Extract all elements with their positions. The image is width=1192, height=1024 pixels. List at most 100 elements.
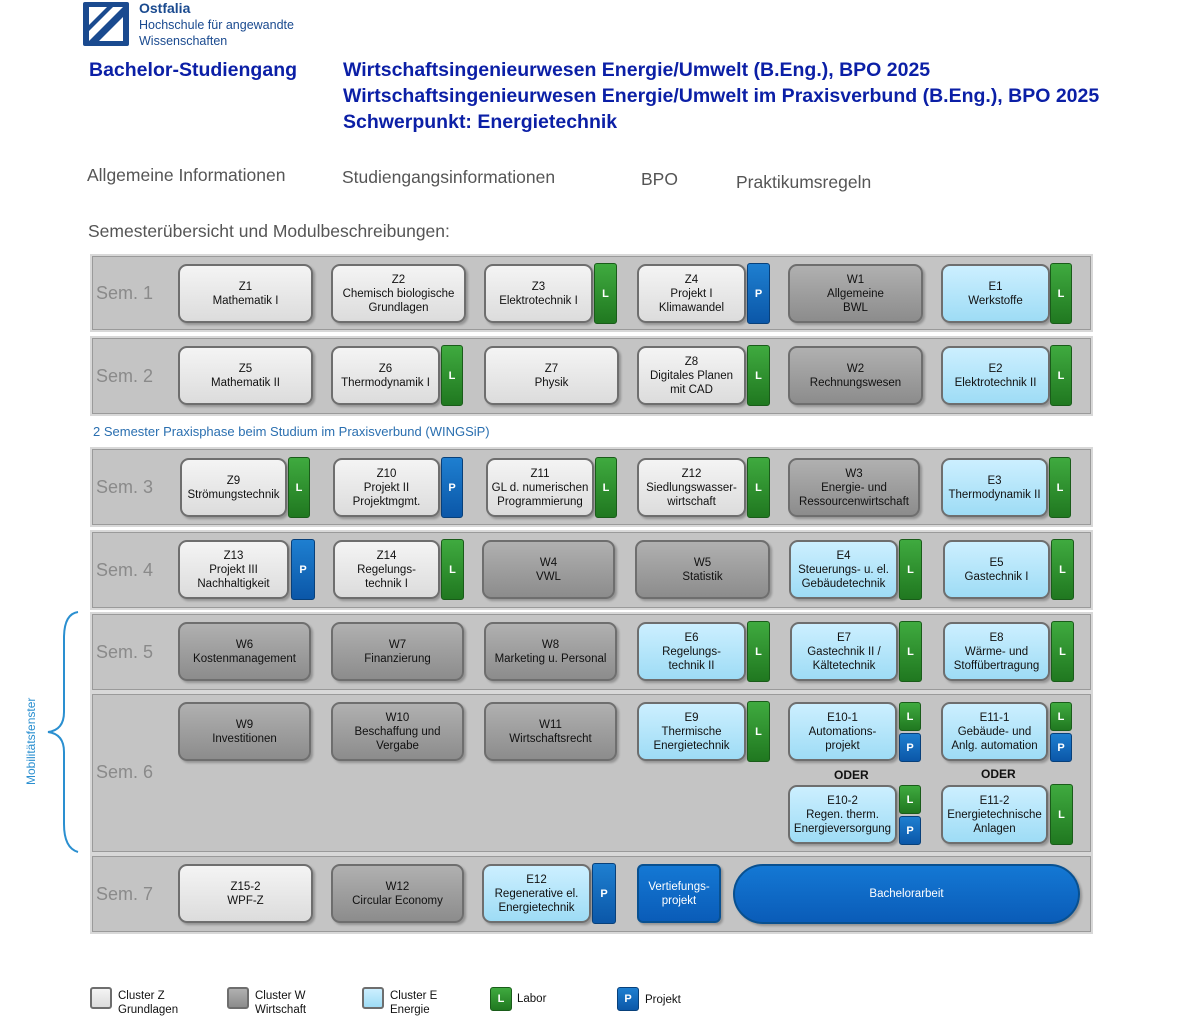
project-tag: P xyxy=(441,457,463,518)
module-title: Gastechnik II / xyxy=(807,645,881,658)
module-e2[interactable]: E2 Elektrotechnik II xyxy=(941,346,1050,405)
legend-label: Grundlagen xyxy=(118,1004,179,1016)
module-e4[interactable]: E4 Steuerungs- u. el. Gebäudetechnik xyxy=(789,540,898,599)
brand-line-3: Wissenschaften xyxy=(139,34,228,48)
module-code: E2 xyxy=(988,362,1003,375)
lab-tag: L xyxy=(594,263,617,324)
module-w10[interactable]: W10 Beschaffung und Vergabe xyxy=(331,702,464,761)
module-title: Grundlagen xyxy=(368,301,429,314)
nav-internship-rules[interactable]: Praktikumsregeln xyxy=(736,172,872,192)
module-code: W12 xyxy=(385,880,410,893)
module-code: Z10 xyxy=(376,467,397,480)
module-e11-1[interactable]: E11-1 Gebäude- und Anlg. automation xyxy=(941,702,1048,761)
module-title: Regenerative el. xyxy=(494,887,579,900)
module-title: Beschaffung und xyxy=(354,725,441,738)
module-w7[interactable]: W7 Finanzierung xyxy=(331,622,464,681)
module-z13[interactable]: Z13 Projekt III Nachhaltigkeit xyxy=(178,540,289,599)
module-title: Steuerungs- u. el. xyxy=(798,563,889,576)
module-bachelorarbeit[interactable]: Bachelorarbeit xyxy=(733,864,1080,924)
module-z8[interactable]: Z8 Digitales Planen mit CAD xyxy=(637,346,746,405)
module-code: W10 xyxy=(385,711,410,724)
module-code: E10-1 xyxy=(827,711,858,724)
module-code: W9 xyxy=(235,718,254,731)
module-w9[interactable]: W9 Investitionen xyxy=(178,702,311,761)
module-code: Z13 xyxy=(223,549,244,562)
module-e1[interactable]: E1 Werkstoffe xyxy=(941,264,1050,323)
lab-tag: L xyxy=(899,785,921,814)
module-z2[interactable]: Z2 Chemisch biologische Grundlagen xyxy=(331,264,466,323)
module-w3[interactable]: W3 Energie- und Ressourcenwirtschaft xyxy=(788,458,920,517)
module-z1[interactable]: Z1 Mathematik I xyxy=(178,264,313,323)
logo-mark-icon xyxy=(89,7,123,41)
module-e6[interactable]: E6 Regelungs- technik II xyxy=(637,622,746,681)
module-code: W2 xyxy=(846,362,865,375)
module-title: GL d. numerischen xyxy=(491,481,589,494)
module-code: E9 xyxy=(684,711,699,724)
module-e7[interactable]: E7 Gastechnik II / Kältetechnik xyxy=(790,622,898,681)
module-e10-2[interactable]: E10-2 Regen. therm. Energieversorgung xyxy=(788,785,897,844)
project-tag: P xyxy=(592,863,616,924)
ostfalia-logo xyxy=(83,2,129,46)
module-z4[interactable]: Z4 Projekt I Klimawandel xyxy=(637,264,746,323)
module-title: BWL xyxy=(843,301,868,314)
module-z7[interactable]: Z7 Physik xyxy=(484,346,619,405)
legend-swatch-cluster-e xyxy=(362,987,384,1009)
module-z3[interactable]: Z3 Elektrotechnik I xyxy=(484,264,593,323)
section-title: Semesterübersicht und Modulbeschreibunge… xyxy=(88,221,450,241)
nav-bpo[interactable]: BPO xyxy=(641,169,678,189)
module-vertiefungsprojekt[interactable]: Vertiefungs- projekt xyxy=(637,864,721,923)
module-title: Thermodynamik I xyxy=(341,376,430,389)
module-code: Z5 xyxy=(238,362,253,375)
lab-tag: L xyxy=(899,702,921,731)
module-z6[interactable]: Z6 Thermodynamik I xyxy=(331,346,440,405)
module-title: Mathematik I xyxy=(212,294,279,307)
module-w8[interactable]: W8 Marketing u. Personal xyxy=(484,622,617,681)
module-z12[interactable]: Z12 Siedlungswasser- wirtschaft xyxy=(637,458,746,517)
lab-tag: L xyxy=(595,457,617,518)
module-z14[interactable]: Z14 Regelungs- technik I xyxy=(333,540,440,599)
module-e9[interactable]: E9 Thermische Energietechnik xyxy=(637,702,746,761)
module-title: Anlagen xyxy=(973,822,1016,835)
module-w11[interactable]: W11 Wirtschaftsrecht xyxy=(484,702,617,761)
module-z5[interactable]: Z5 Mathematik II xyxy=(178,346,313,405)
module-title: Stoffübertragung xyxy=(953,659,1040,672)
module-e3[interactable]: E3 Thermodynamik II xyxy=(941,458,1048,517)
module-z15-2[interactable]: Z15-2 WPF-Z xyxy=(178,864,313,923)
module-z9[interactable]: Z9 Strömungstechnik xyxy=(180,458,287,517)
module-e12[interactable]: E12 Regenerative el. Energietechnik xyxy=(482,864,591,923)
module-w12[interactable]: W12 Circular Economy xyxy=(331,864,464,923)
module-e8[interactable]: E8 Wärme- und Stoffübertragung xyxy=(943,622,1050,681)
praxis-note: 2 Semester Praxisphase beim Studium im P… xyxy=(93,424,490,439)
legend-label: Wirtschaft xyxy=(255,1004,307,1016)
module-z11[interactable]: Z11 GL d. numerischen Programmierung xyxy=(486,458,594,517)
lab-tag: L xyxy=(1050,263,1072,324)
module-title: mit CAD xyxy=(670,383,713,396)
module-w5[interactable]: W5 Statistik xyxy=(635,540,770,599)
module-title: Siedlungswasser- xyxy=(646,481,737,494)
module-title: Wirtschaftsrecht xyxy=(509,732,592,745)
module-z10[interactable]: Z10 Projekt II Projektmgmt. xyxy=(333,458,440,517)
legend-lab-tag: L xyxy=(490,987,512,1011)
module-title: Energietechnik xyxy=(498,901,575,914)
module-w6[interactable]: W6 Kostenmanagement xyxy=(178,622,311,681)
brand-line-2: Hochschule für angewandte xyxy=(139,18,294,32)
module-title: Elektrotechnik I xyxy=(499,294,578,307)
nav-program-info[interactable]: Studiengangsinformationen xyxy=(342,167,556,187)
module-w4[interactable]: W4 VWL xyxy=(482,540,615,599)
module-title: Chemisch biologische xyxy=(342,287,455,300)
module-e5[interactable]: E5 Gastechnik I xyxy=(943,540,1050,599)
module-code: E5 xyxy=(989,556,1004,569)
module-title: projekt xyxy=(825,739,860,752)
module-w1[interactable]: W1 Allgemeine BWL xyxy=(788,264,923,323)
legend-label: Cluster E xyxy=(390,990,438,1002)
module-e10-1[interactable]: E10-1 Automations- projekt xyxy=(788,702,897,761)
module-e11-2[interactable]: E11-2 Energietechnische Anlagen xyxy=(941,785,1048,844)
module-w2[interactable]: W2 Rechnungswesen xyxy=(788,346,923,405)
module-title: Energie- und xyxy=(821,481,887,494)
module-title: Automations- xyxy=(808,725,877,738)
nav-general-info[interactable]: Allgemeine Informationen xyxy=(87,165,286,185)
module-code: W5 xyxy=(693,556,712,569)
semester-label-1: Sem. 1 xyxy=(96,283,154,303)
lab-tag: L xyxy=(441,539,464,600)
project-tag: P xyxy=(899,733,921,762)
